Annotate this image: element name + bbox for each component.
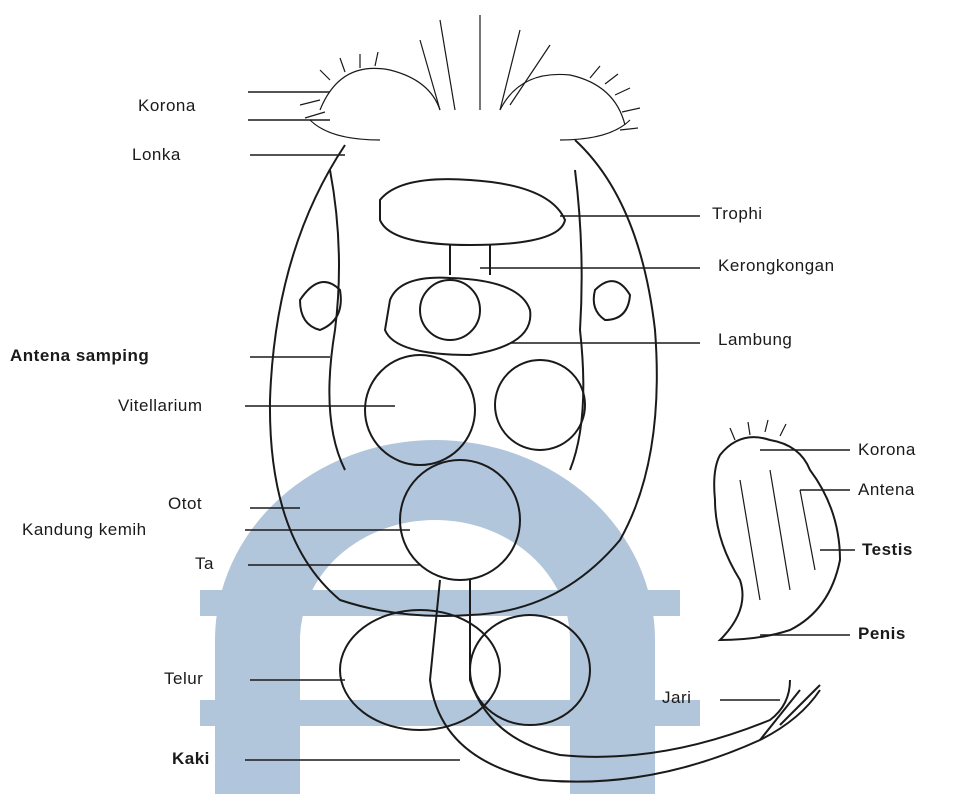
label-lonka: Lonka — [132, 145, 181, 165]
label-vitellarium: Vitellarium — [118, 396, 203, 416]
label-kaki: Kaki — [172, 749, 210, 769]
lambung-shape — [385, 278, 530, 355]
male-rotifer — [714, 420, 840, 640]
leader-lines — [245, 92, 855, 760]
female-rotifer — [270, 15, 820, 782]
label-korona: Korona — [138, 96, 196, 116]
corona-crown — [300, 15, 640, 140]
label-kerongkongan: Kerongkongan — [718, 256, 835, 276]
label-antena-samping: Antena samping — [10, 346, 149, 366]
label-otot: Otot — [168, 494, 202, 514]
label-male-testis: Testis — [862, 540, 913, 560]
watermark-logo — [200, 440, 700, 794]
label-male-antena: Antena — [858, 480, 915, 500]
trophi-shape — [380, 179, 565, 245]
label-lambung: Lambung — [718, 330, 792, 350]
label-male-penis: Penis — [858, 624, 906, 644]
label-ta: Ta — [195, 554, 214, 574]
label-trophi: Trophi — [712, 204, 763, 224]
label-male-korona: Korona — [858, 440, 916, 460]
label-telur: Telur — [164, 669, 203, 689]
label-kandung-kemih: Kandung kemih — [22, 520, 147, 540]
label-jari: Jari — [662, 688, 691, 708]
